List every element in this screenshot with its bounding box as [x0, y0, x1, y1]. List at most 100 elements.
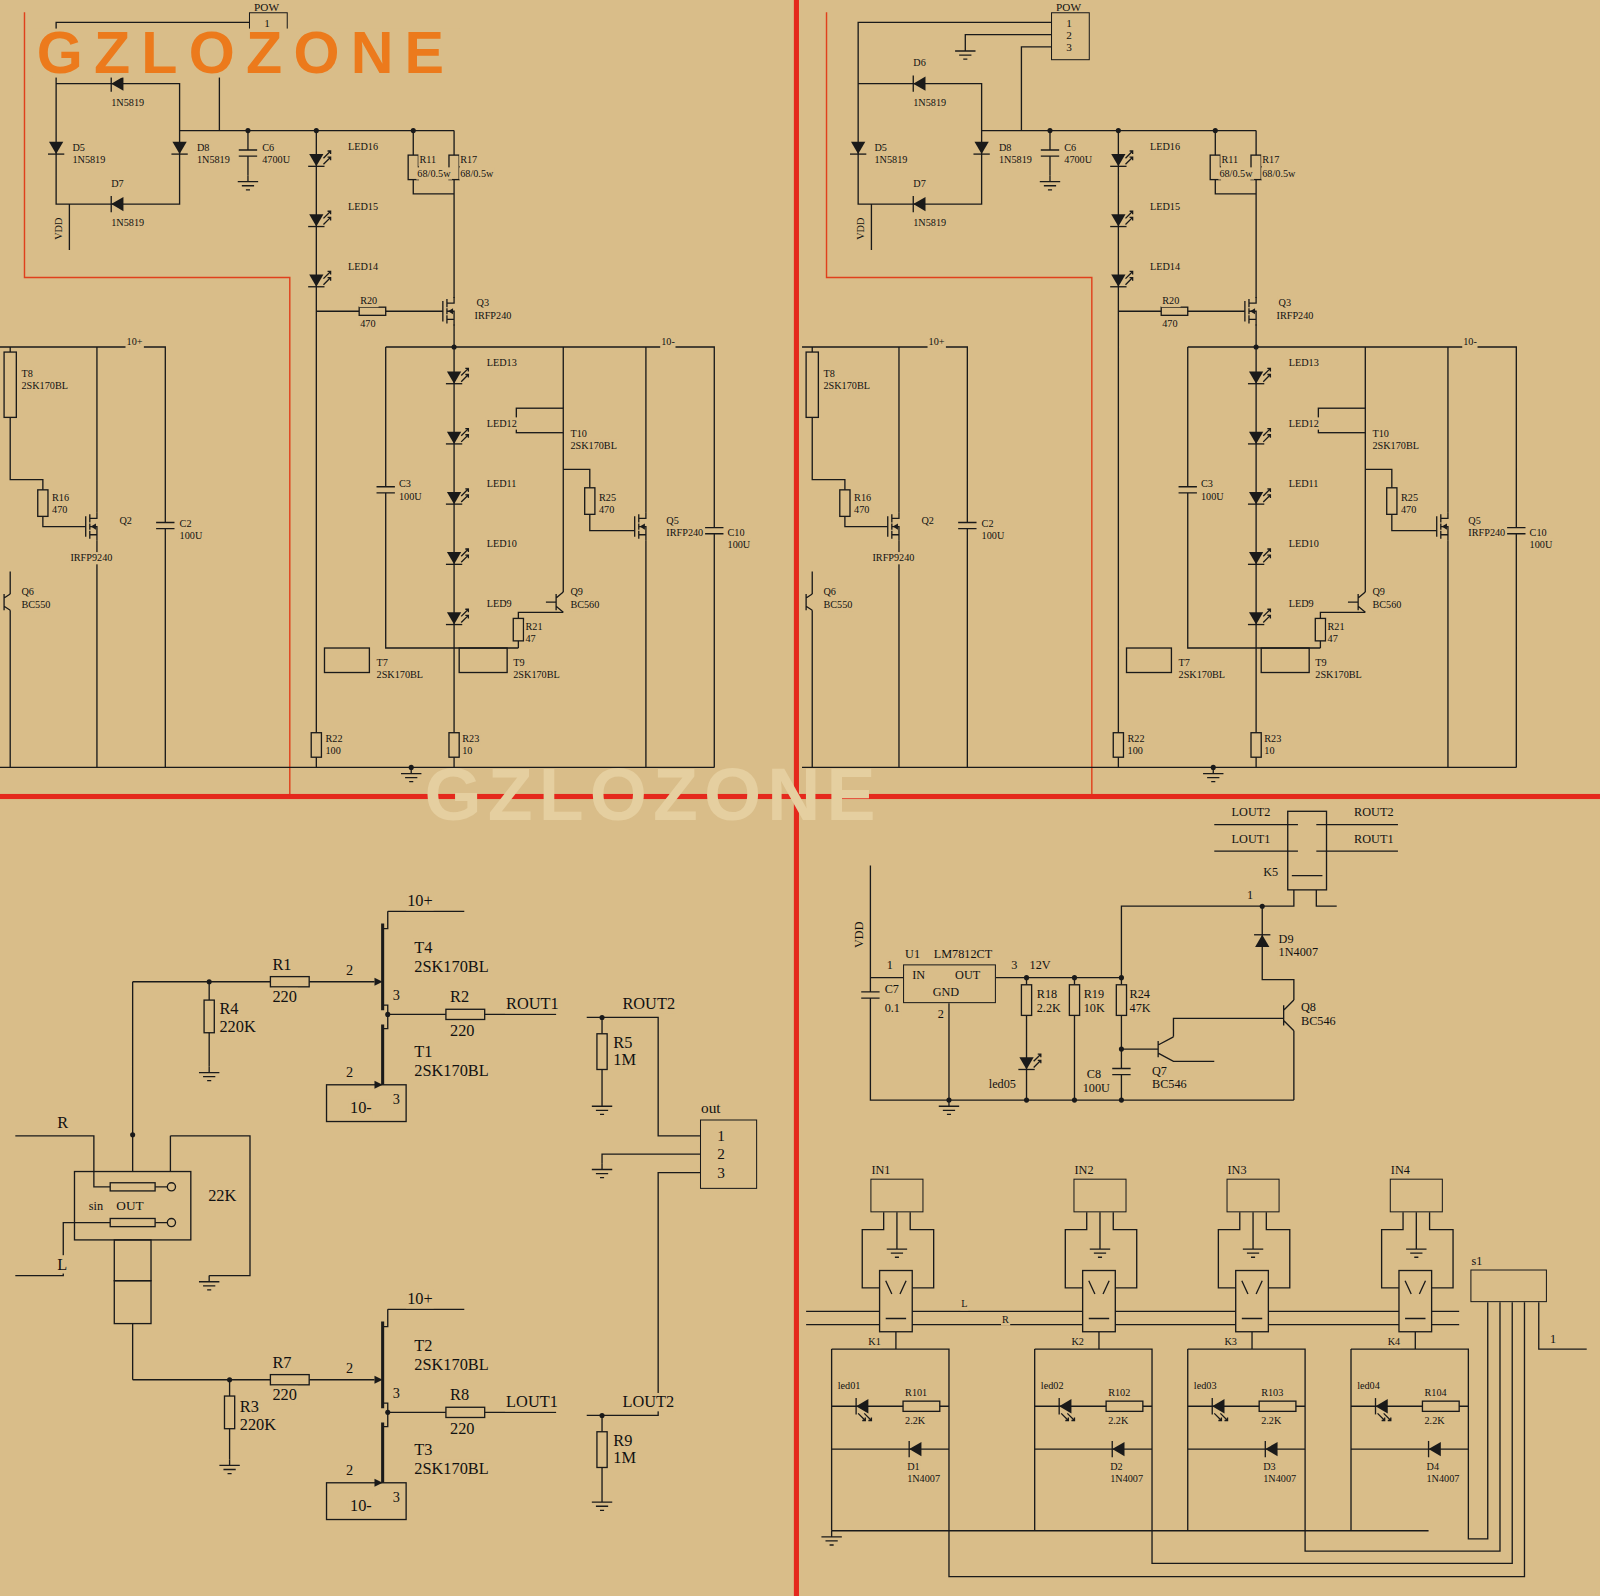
- part-label: 100U: [398, 491, 423, 503]
- part-label: BC560: [569, 599, 600, 611]
- part-label: 1N5819: [110, 97, 145, 109]
- part-label: R20: [1161, 295, 1180, 307]
- input-relay: [1188, 1212, 1305, 1530]
- schematic-circle: [130, 1132, 135, 1137]
- part-label: 2SK170BL: [1178, 668, 1227, 680]
- part-label: LED15: [1149, 201, 1181, 213]
- part-label: 100U: [727, 539, 752, 551]
- part-label: D5: [71, 142, 86, 154]
- schematic-rect: [110, 1218, 155, 1226]
- part-label: sin: [88, 1200, 104, 1214]
- pin-label: 1: [264, 16, 270, 29]
- schematic-use: [861, 992, 879, 998]
- relay-body: [1288, 811, 1327, 890]
- part-label: R11: [418, 154, 437, 166]
- part-label: 10+: [928, 336, 946, 348]
- schematic-circle: [1119, 975, 1124, 980]
- schematic-rect: [110, 1183, 155, 1191]
- part-label: L: [56, 1255, 68, 1274]
- buffer-stage: [133, 1309, 556, 1519]
- part-label: T8: [822, 367, 835, 379]
- part-label: R8: [449, 1386, 470, 1405]
- connector-box: IN1: [870, 1179, 923, 1213]
- schematic-circle: [599, 1015, 604, 1020]
- part-label: R102: [1107, 1387, 1131, 1399]
- part-label: 1: [886, 959, 894, 973]
- part-label: LED16: [347, 141, 379, 153]
- part-label: 4700U: [261, 154, 291, 166]
- connector-name: IN3: [1228, 1163, 1247, 1177]
- part-label: 68/0.5w: [1261, 167, 1296, 179]
- part-label: 47: [1327, 633, 1339, 645]
- part-label: 1N4007: [1109, 1473, 1144, 1485]
- power-supply-left: [0, 12, 723, 794]
- part-label: R3: [239, 1398, 260, 1417]
- part-label: 2.2K: [1260, 1414, 1282, 1426]
- schematic-circle: [1024, 1098, 1029, 1103]
- part-label: U1: [904, 948, 921, 962]
- part-label: ROUT1: [1353, 833, 1395, 847]
- schematic-circle: [207, 979, 212, 984]
- part-label: K2: [1070, 1336, 1085, 1348]
- part-label: LED12: [486, 417, 518, 429]
- part-label: 470: [598, 504, 615, 516]
- part-label: LED9: [486, 598, 513, 610]
- part-label: 220K: [239, 1415, 277, 1434]
- part-label: 2SK170BL: [413, 1061, 489, 1080]
- schematic-circle: [1072, 975, 1077, 980]
- part-label: 2.2K: [1036, 1002, 1062, 1016]
- faint-watermark: GZLOZONE: [423, 753, 882, 837]
- part-label: R11: [1220, 154, 1239, 166]
- part-label: R5: [612, 1034, 633, 1053]
- part-label: 470: [1161, 317, 1178, 329]
- schematic-use: [1254, 935, 1270, 947]
- part-label: R104: [1423, 1387, 1447, 1399]
- part-label: C6: [261, 142, 275, 154]
- part-label: LOUT2: [621, 1393, 675, 1412]
- part-label: 10+: [126, 336, 144, 348]
- part-label: D2: [1109, 1460, 1124, 1472]
- part-label: LED12: [1288, 417, 1320, 429]
- part-label: Q8: [1300, 1001, 1317, 1015]
- pin-label: 2: [717, 1146, 725, 1164]
- part-label: C6: [1063, 142, 1077, 154]
- part-label: 0.1: [884, 1002, 901, 1016]
- part-label: 220: [449, 1022, 476, 1041]
- part-label: IRFP240: [1276, 310, 1315, 322]
- part-label: R21: [524, 620, 543, 632]
- part-label: R21: [1327, 620, 1346, 632]
- part-label: T2: [413, 1337, 433, 1356]
- part-label: 4700U: [1063, 154, 1093, 166]
- schematic-circle: [167, 1218, 175, 1226]
- wire: [15, 982, 700, 1496]
- schematic-circle: [1119, 1047, 1124, 1052]
- part-label: 12V: [1029, 959, 1052, 973]
- part-label: ROUT1: [505, 995, 560, 1014]
- part-label: 10+: [406, 1290, 434, 1309]
- part-label: R: [1001, 1313, 1010, 1325]
- schematic-rect: [114, 1281, 151, 1324]
- pin-label: 3: [1066, 41, 1072, 54]
- schematic-circle: [946, 1098, 951, 1103]
- schematic-circle: [1072, 1098, 1077, 1103]
- schematic-circle: [1119, 1098, 1124, 1103]
- part-label: 10-: [660, 336, 676, 348]
- potentiometer-body: [74, 1172, 190, 1240]
- part-label: T3: [413, 1441, 433, 1460]
- part-label: C3: [1200, 478, 1214, 490]
- part-label: led05: [988, 1078, 1017, 1092]
- schematic-use: [219, 1459, 239, 1473]
- part-label: 1N5819: [71, 154, 106, 166]
- part-label: LED13: [1288, 357, 1320, 369]
- part-label: C10: [1529, 527, 1548, 539]
- part-label: ROUT2: [1353, 806, 1395, 820]
- part-label: led03: [1193, 1380, 1218, 1392]
- buffer-stage: [133, 911, 556, 1121]
- pin-label: GND: [933, 986, 960, 1000]
- input-relay: [1035, 1212, 1152, 1530]
- part-label: D7: [110, 178, 125, 190]
- part-label: C8: [1086, 1067, 1102, 1081]
- part-label: VDD: [53, 217, 65, 241]
- part-label: 1N4007: [906, 1473, 941, 1485]
